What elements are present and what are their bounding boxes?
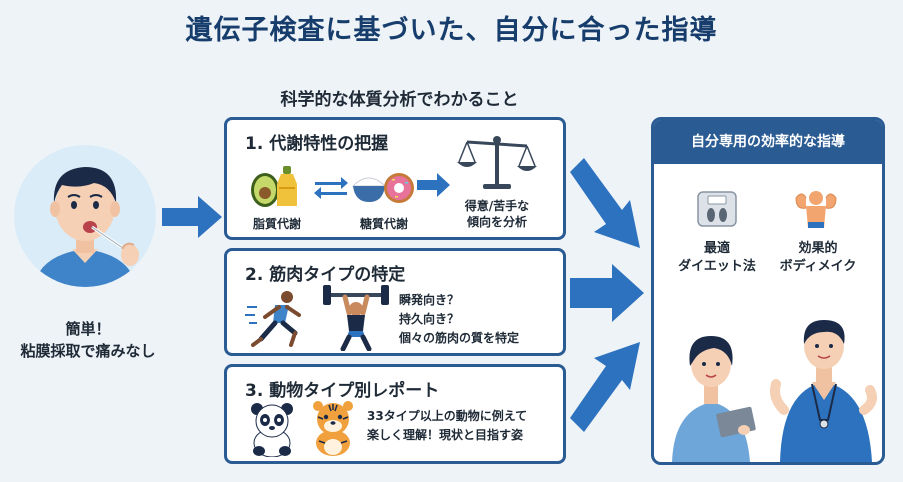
converge-arrows-icon <box>570 158 644 432</box>
analysis-result: 得意/苦手な 傾向を分析 <box>449 198 545 230</box>
diet-line-1: 最適 <box>703 241 730 256</box>
coaching-header: 自分専用の効率的な指導 <box>654 120 882 164</box>
panel-3-title: 3. 動物タイプ別レポート <box>245 381 440 401</box>
caption-line-2: 粘膜採取で痛みなし <box>20 342 156 360</box>
fat-metabolism-label: 脂質代謝 <box>252 217 301 231</box>
animal-line-1: 33タイプ以上の動物に例えて <box>367 409 528 423</box>
body-line-1: 効果的 <box>798 241 838 256</box>
caption-line-1: 簡単！ <box>65 320 111 338</box>
diet-line-2: ダイエット法 <box>678 259 756 274</box>
body-line-2: ボディメイク <box>779 259 857 274</box>
runner-icon <box>245 291 301 347</box>
weightlifter-icon <box>323 285 389 351</box>
flow-arrow-icon <box>162 196 222 238</box>
page-title: 遺伝子検査に基づいた、自分に合った指導 <box>185 15 718 46</box>
muscle-line-1: 瞬発向き？ <box>399 293 460 307</box>
muscle-icon <box>795 191 837 228</box>
scale-icon <box>697 191 737 227</box>
person-illustration <box>14 145 156 287</box>
muscle-type-text: 瞬発向き？ 持久向き？ 個々の筋肉の質を特定 <box>399 291 519 348</box>
panel-muscle-type: 2. 筋肉タイプの特定 瞬発向き？ 持久向き？ 個々の筋肉の質を特定 <box>224 248 566 356</box>
diet-method-label: 最適 ダイエット法 <box>674 240 760 276</box>
avocado-oil-icon <box>251 166 297 207</box>
panel-animal-report: 3. 動物タイプ別レポート 33タイプ以上の動物に例えて 楽しく理解！現状と目指… <box>224 364 566 464</box>
panel-1-title: 1. 代謝特性の把握 <box>245 134 389 154</box>
panel-2-title: 2. 筋肉タイプの特定 <box>245 265 406 285</box>
sample-caption: 簡単！ 粘膜採取で痛みなし <box>8 318 168 362</box>
tiger-icon <box>313 401 353 456</box>
trainer-client-illustration <box>672 320 877 462</box>
coaching-result-panel: 自分専用の効率的な指導 最適 ダイエット法 効果的 ボディメイク <box>651 117 885 465</box>
sugar-metabolism-label: 糖質代謝 <box>359 217 408 231</box>
rice-donut-icon <box>351 173 414 203</box>
exchange-arrows-icon <box>314 177 348 199</box>
body-make-label: 効果的 ボディメイク <box>772 240 864 276</box>
animal-report-text: 33タイプ以上の動物に例えて 楽しく理解！現状と目指す姿 <box>367 407 527 445</box>
balance-scale-icon <box>457 136 537 189</box>
right-arrow-icon <box>417 173 450 197</box>
muscle-line-3: 個々の筋肉の質を特定 <box>399 331 520 345</box>
section-subtitle: 科学的な体質分析でわかること <box>280 90 519 110</box>
panda-icon <box>251 403 293 457</box>
panel-metabolism: 1. 代謝特性の把握 脂質代謝 糖質代謝 <box>224 117 566 240</box>
analysis-line-2: 傾向を分析 <box>466 215 527 229</box>
analysis-line-1: 得意/苦手な <box>464 199 530 213</box>
muscle-line-2: 持久向き？ <box>399 312 460 326</box>
animal-line-2: 楽しく理解！現状と目指す姿 <box>367 428 524 442</box>
